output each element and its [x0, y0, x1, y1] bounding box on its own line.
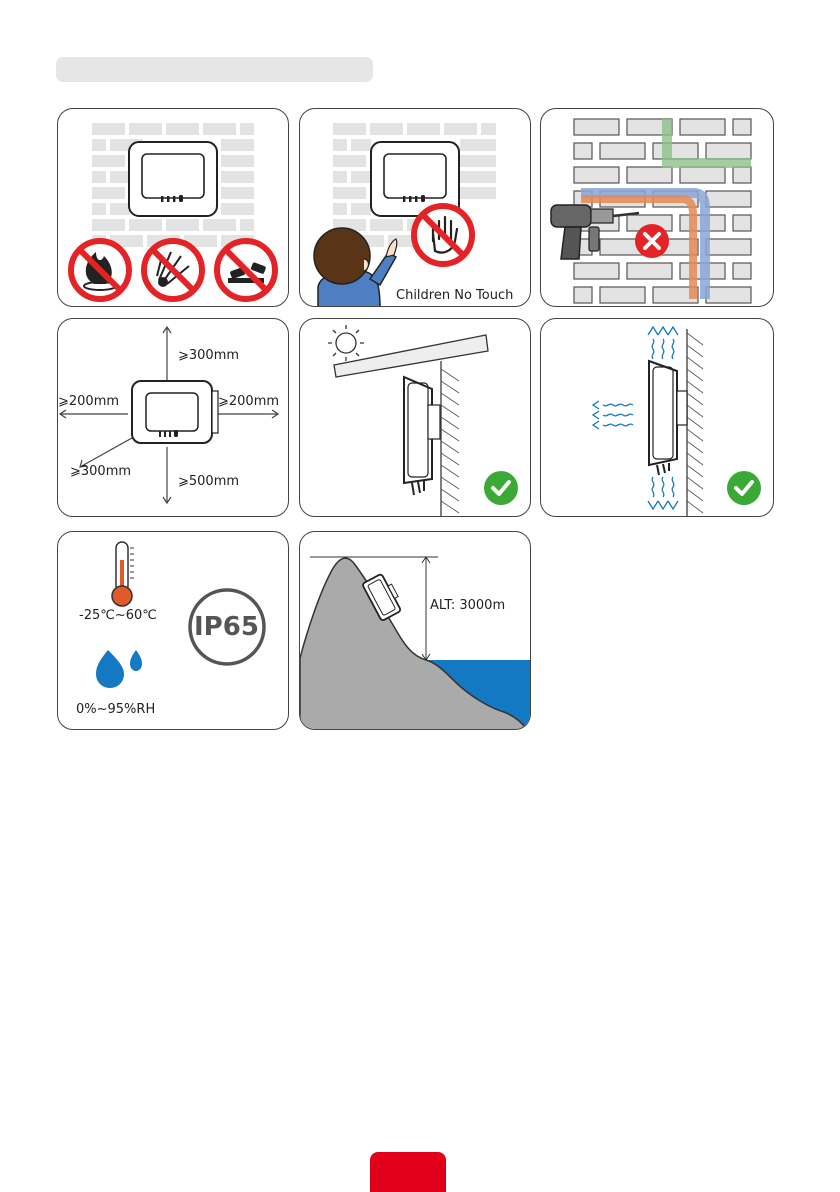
- no-touch-icon: [414, 206, 472, 264]
- wall: [687, 329, 703, 517]
- cross-icon: [635, 224, 669, 258]
- section-title-bar: [56, 57, 373, 82]
- altitude-label: ALT: 3000m: [430, 599, 505, 612]
- inverter-side-icon: [404, 377, 440, 495]
- no-explosion-icon: [144, 241, 202, 299]
- clearance-front-label: ⩾300mm: [70, 465, 131, 478]
- clearance-left-label: ⩾200mm: [58, 395, 119, 408]
- no-fire-icon: [71, 241, 129, 299]
- panel-hazards: [57, 108, 289, 307]
- inverter-icon: [129, 142, 217, 216]
- check-icon: [484, 471, 518, 505]
- inverter-side-icon: [649, 361, 687, 475]
- clearance-top-label: ⩾300mm: [178, 349, 239, 362]
- temperature-label: -25℃~60℃: [79, 609, 157, 622]
- thermometer-icon: [112, 542, 134, 606]
- page-tab-marker: [370, 1152, 446, 1192]
- panel-no-drilling-pipes: [540, 108, 774, 307]
- sun-icon: [328, 325, 364, 361]
- clearance-bottom-label: ⩾500mm: [178, 475, 239, 488]
- water-drop-icon: [96, 650, 142, 688]
- panel-clearance: ⩾300mm ⩾200mm ⩾200mm ⩾300mm ⩾500mm: [57, 318, 289, 517]
- panel-sunshade: [299, 318, 531, 517]
- no-corrosive-icon: [217, 241, 275, 299]
- child-illustration: [314, 228, 397, 307]
- panel-altitude: ALT: 3000m: [299, 531, 531, 730]
- check-icon: [727, 471, 761, 505]
- ip65-label: IP65: [194, 614, 259, 640]
- panel-children-no-touch: Children No Touch: [299, 108, 531, 307]
- humidity-label: 0%~95%RH: [76, 703, 155, 716]
- panel-ventilation: [540, 318, 774, 517]
- panel-environment: -25℃~60℃ 0%~95%RH IP65: [57, 531, 289, 730]
- children-no-touch-caption: Children No Touch: [396, 289, 513, 302]
- inverter-icon: [132, 381, 218, 443]
- clearance-right-label: ⩾200mm: [218, 395, 279, 408]
- awning: [334, 335, 488, 377]
- wall: [441, 361, 459, 517]
